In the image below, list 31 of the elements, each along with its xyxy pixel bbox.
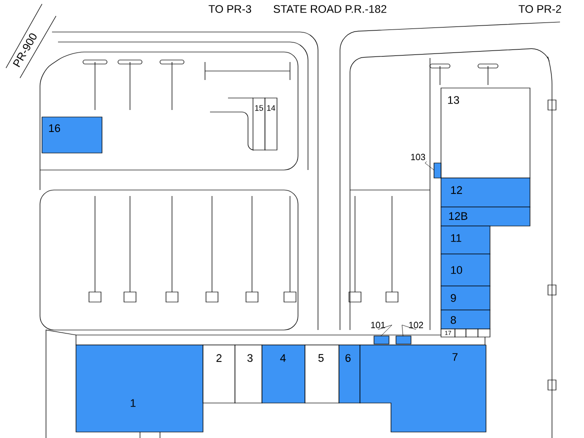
small-unit — [374, 336, 390, 344]
unit-number: 103 — [411, 154, 426, 160]
tenant-space: 8 — [440, 310, 490, 330]
small-unit — [454, 328, 466, 338]
road-label: STATE ROAD P.R.-182 — [274, 5, 386, 13]
tenant-space: 12B — [440, 206, 530, 226]
tenant-space: 13 — [440, 88, 530, 178]
small-unit — [478, 328, 490, 338]
tenant-space: 15 — [252, 98, 266, 150]
tenant-space: 12 — [440, 178, 530, 208]
tenant-space: 5 — [304, 344, 340, 404]
tenant-space: 6 — [338, 344, 360, 404]
tenant-space: 11 — [440, 226, 490, 254]
tenant-space: 9 — [440, 286, 490, 310]
leader-line — [402, 324, 416, 336]
tenant-space: 10 — [440, 254, 490, 286]
leader-line — [424, 161, 434, 170]
tenant-space: 2 — [202, 344, 236, 404]
small-unit — [434, 162, 442, 178]
tenant-space: 16 — [42, 116, 102, 154]
tenant-space: 4 — [262, 344, 306, 404]
leader-line — [378, 324, 392, 336]
road-label: TO PR-3 — [208, 5, 252, 13]
small-unit — [396, 336, 412, 344]
tenant-space: 14 — [264, 98, 278, 150]
road-label: TO PR-2 — [518, 5, 562, 13]
tenant-space: 1 — [76, 344, 204, 432]
unit-number: 102 — [409, 322, 424, 328]
tenant-space: 3 — [234, 344, 262, 404]
unit-number: 101 — [371, 322, 386, 328]
small-unit — [466, 328, 478, 338]
